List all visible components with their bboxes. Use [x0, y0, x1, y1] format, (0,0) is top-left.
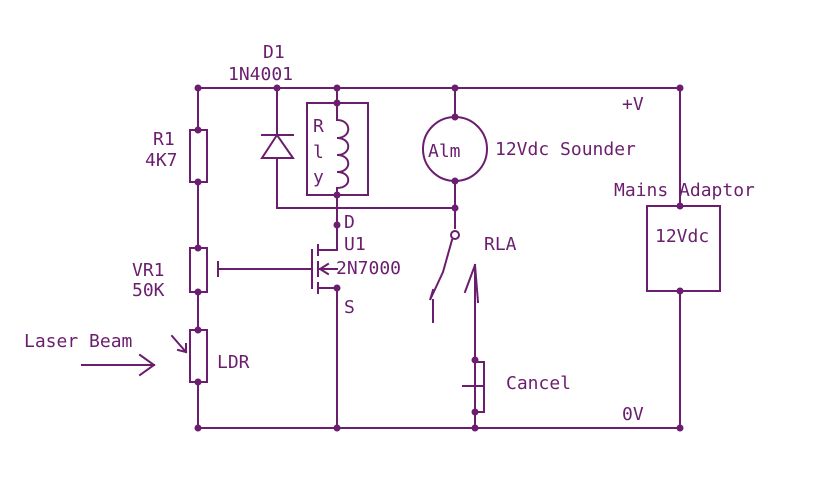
r1-value-label: 4K7	[145, 150, 178, 171]
alarm-label: Alm	[428, 141, 461, 162]
relay-letter-l: l	[313, 142, 324, 163]
plus-v-label: +V	[622, 94, 644, 115]
r1-ref-label: R1	[153, 129, 175, 150]
ldr-resistor	[170, 329, 208, 429]
cancel-label: Cancel	[506, 373, 571, 394]
mains-adaptor	[646, 87, 721, 429]
d1-part-label: 1N4001	[228, 64, 293, 85]
junction-dots	[194, 84, 684, 432]
relay-letter-r: R	[313, 116, 324, 137]
u1-ref-label: U1	[344, 234, 366, 255]
sounder-label: 12Vdc Sounder	[495, 139, 636, 160]
source-label: S	[344, 297, 355, 318]
vr1-ref-label: VR1	[132, 260, 165, 281]
rla-contact	[429, 238, 480, 429]
adaptor-box-label: 12Vdc	[655, 226, 709, 247]
vr1-potentiometer	[189, 247, 313, 331]
laser-beam-label: Laser Beam	[24, 331, 132, 352]
alarm-sounder	[422, 87, 488, 240]
d1-ref-label: D1	[263, 42, 285, 63]
r1-resistor	[189, 87, 208, 249]
ldr-label: LDR	[217, 352, 250, 373]
vr1-value-label: 50K	[132, 280, 165, 301]
d1-diode	[260, 87, 456, 209]
u1-part-label: 2N7000	[336, 258, 401, 279]
relay-letter-y: y	[313, 167, 324, 188]
adaptor-title: Mains Adaptor	[614, 180, 755, 201]
drain-label: D	[344, 212, 355, 233]
u1-mosfet	[311, 224, 338, 429]
ldr-light-arrow	[170, 334, 188, 354]
cancel-pushbutton	[462, 359, 485, 413]
rla-label: RLA	[484, 234, 517, 255]
zero-v-label: 0V	[622, 404, 644, 425]
laser-beam-arrow	[81, 353, 156, 377]
